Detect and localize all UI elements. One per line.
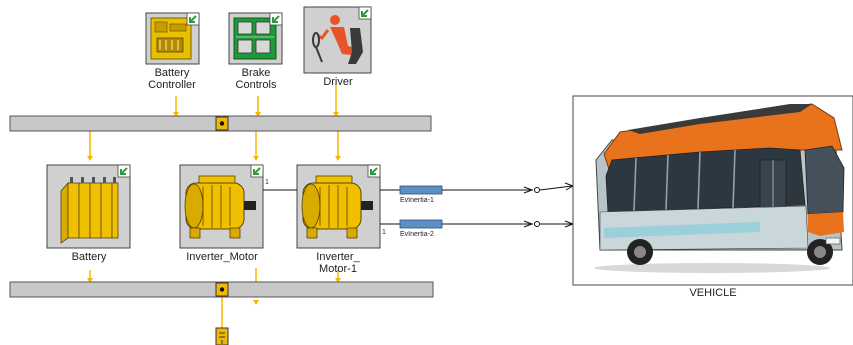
brake-controls-label-line2: Controls: [235, 79, 277, 91]
ev-inertia-1-label: EvInertia-1: [400, 197, 434, 204]
inverter-motor-1-label-line2: Motor-1: [319, 263, 357, 275]
inverter-motor-label: Inverter_Motor: [186, 251, 258, 263]
battery-controller-label-line2: Controller: [148, 79, 196, 91]
battery-pack-icon: [60, 177, 119, 244]
inverter-motor-1-port-label: 1: [382, 229, 386, 236]
driver-block[interactable]: [303, 6, 372, 74]
battery-controller-block[interactable]: [145, 12, 200, 65]
battery-controller-label-line1: Battery: [154, 67, 190, 79]
driver-label: Driver: [323, 76, 353, 88]
bottom-signal-bus[interactable]: [9, 281, 434, 298]
brake-controls-block[interactable]: [228, 12, 283, 65]
battery-block[interactable]: [46, 164, 131, 249]
inverter-motor-port-label: 1: [265, 179, 269, 186]
inverter-motor-1-block[interactable]: [296, 164, 381, 249]
driver-icon: [312, 15, 363, 64]
ev-inertia-2-label: EvInertia-2: [400, 231, 434, 238]
vehicle-block[interactable]: [572, 95, 853, 286]
badge-icon: [269, 12, 283, 26]
battery-label: Battery: [71, 251, 107, 263]
badge-icon: [186, 12, 200, 26]
brake-controls-label: Brake Controls: [236, 67, 277, 91]
badge-icon: [250, 164, 264, 178]
badge-icon: [117, 164, 131, 178]
bus-terminal-icon[interactable]: [215, 327, 229, 345]
ev-inertia-2-block[interactable]: [380, 219, 575, 229]
brake-controls-label-line1: Brake: [241, 67, 271, 79]
vehicle-label: VEHICLE: [689, 287, 737, 299]
badge-icon: [367, 164, 381, 178]
ev-inertia-1-block[interactable]: [380, 182, 575, 195]
electric-motor-icon: [184, 175, 256, 239]
top-signal-bus[interactable]: [9, 115, 432, 132]
electric-motor-icon: [301, 175, 373, 239]
badge-icon: [358, 6, 372, 20]
inverter-motor-1-label-line1: Inverter_: [316, 251, 360, 263]
inverter-motor-1-label: Inverter_ Motor-1: [316, 251, 359, 275]
inverter-motor-block[interactable]: [179, 164, 264, 249]
battery-controller-label: Battery Controller: [148, 67, 196, 91]
battery-controller-icon: [150, 17, 192, 60]
electric-bus-icon: [594, 103, 845, 273]
signal-arrowheads: [87, 112, 341, 305]
signal-lines: [89, 84, 339, 328]
brake-controls-icon: [233, 17, 277, 60]
